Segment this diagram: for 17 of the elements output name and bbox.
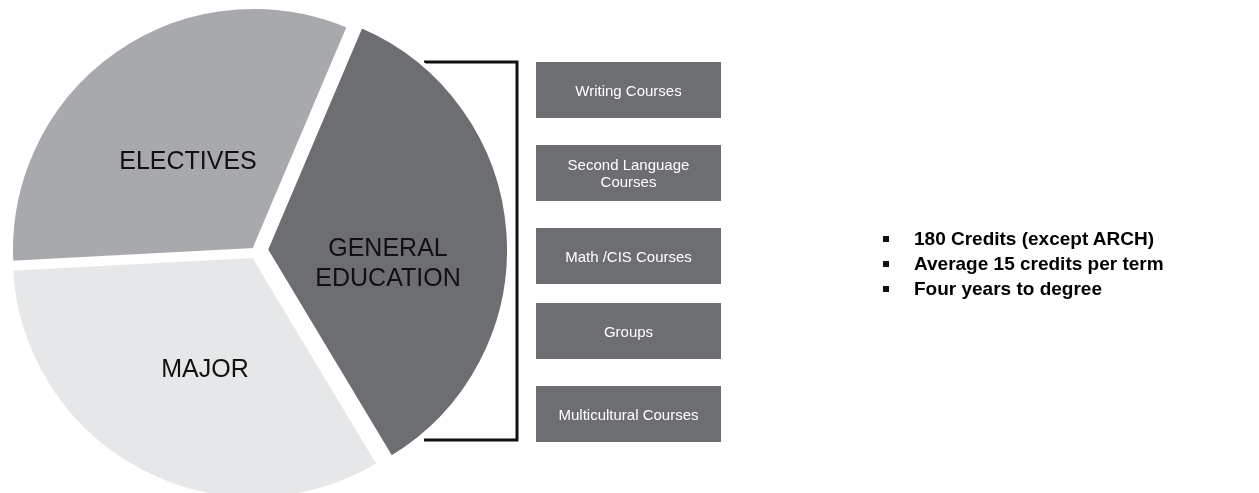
course-box [536, 62, 721, 118]
slice-label: ELECTIVES [119, 145, 257, 175]
pie-slice [266, 26, 509, 459]
course-box [536, 145, 721, 201]
slice-label: MAJOR [161, 353, 249, 383]
bullet-text: 180 Credits (except ARCH) [914, 227, 1155, 251]
box-label: Math /CIS Courses [565, 247, 692, 265]
course-box [536, 228, 721, 284]
slice-label: GENERAL EDUCATION [314, 232, 462, 292]
course-box [536, 303, 721, 359]
bullet-text: Average 15 credits per term [914, 252, 1164, 276]
course-box [536, 386, 721, 442]
box-label: Writing Courses [575, 81, 682, 99]
bullet-text: Four years to degree [914, 277, 1102, 301]
box-label: Second Language Courses [566, 156, 691, 190]
box-label: Groups [603, 322, 654, 340]
box-label: Multicultural Courses [558, 405, 699, 423]
